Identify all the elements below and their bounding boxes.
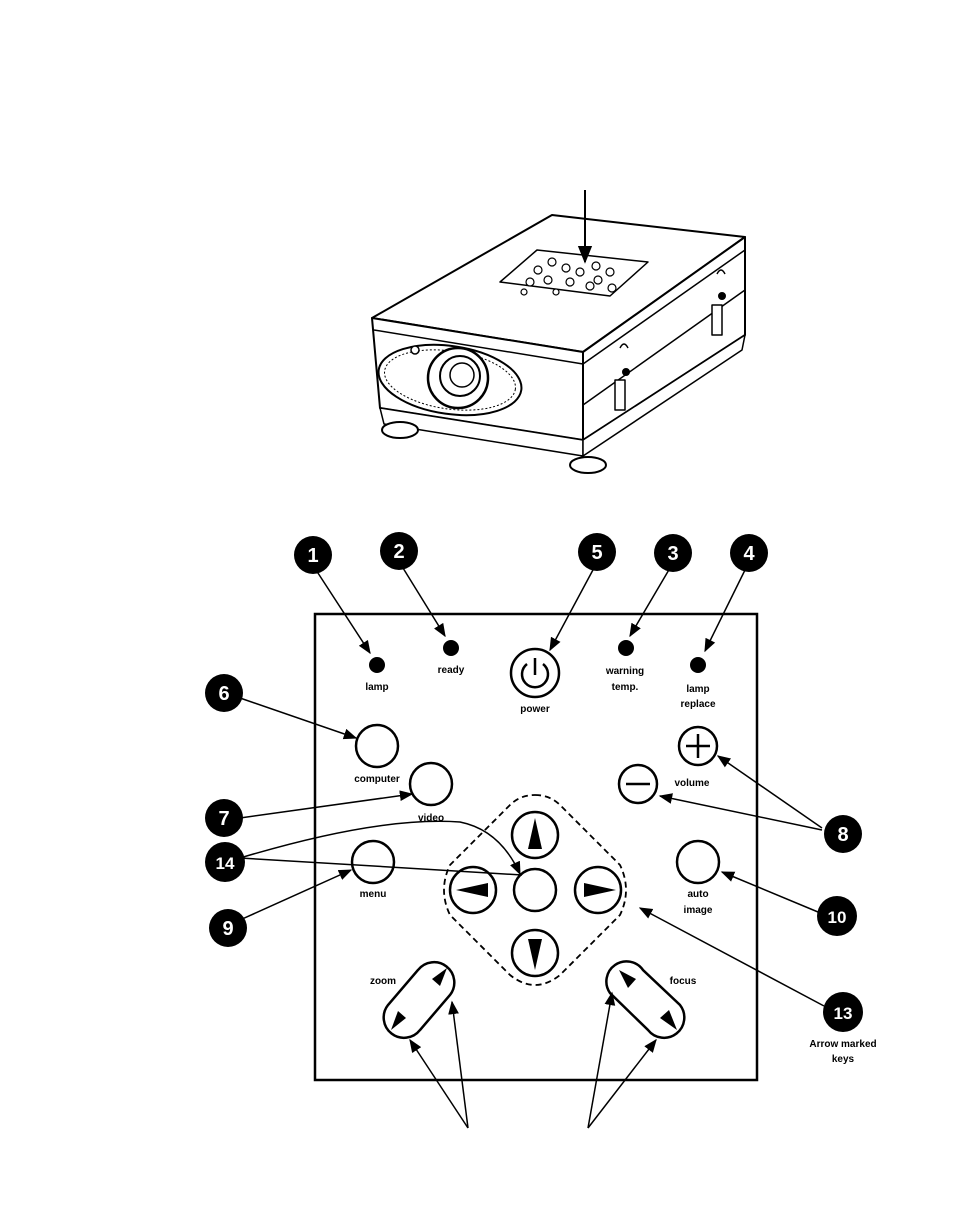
left-arrow-button[interactable] [450,867,496,913]
volume-label: volume [674,778,709,789]
volume-down-button[interactable] [619,765,657,803]
callout-10: 10 [817,896,857,936]
warning-label: warning [605,666,644,677]
computer-label: computer [354,774,400,785]
callout-7: 7 [205,799,243,837]
projector-illustration [372,190,745,473]
svg-text:1: 1 [307,545,318,567]
svg-text:10: 10 [828,908,847,927]
callout-2: 2 [380,532,418,570]
auto-label: auto [687,889,708,900]
image-label: image [684,905,713,916]
ready-indicator [443,640,459,656]
svg-text:4: 4 [743,543,755,565]
focus-label: focus [670,976,697,987]
warning-temp-indicator [618,640,634,656]
zoom-label: zoom [370,976,396,987]
svg-text:9: 9 [222,918,233,940]
lamp-indicator [369,657,385,673]
callout-3: 3 [654,534,692,572]
callout-6: 6 [205,674,243,712]
temp-label: temp. [612,682,639,693]
auto-image-button[interactable] [677,841,719,883]
callout-14: 14 [205,842,245,882]
computer-button[interactable] [356,725,398,767]
callout-13: 13 [823,992,863,1032]
lamp-label: lamp [365,682,388,693]
svg-text:7: 7 [218,808,229,830]
down-arrow-button[interactable] [512,930,558,976]
video-button[interactable] [410,763,452,805]
svg-text:5: 5 [591,542,602,564]
callout-5: 5 [578,533,616,571]
power-button[interactable] [511,649,559,697]
arrow-keys-note-line2: keys [832,1054,855,1065]
ready-label: ready [438,665,465,676]
up-arrow-button[interactable] [512,812,558,858]
volume-up-button[interactable] [679,727,717,765]
svg-text:2: 2 [393,541,404,563]
lamp-replace-indicator [690,657,706,673]
svg-text:14: 14 [216,854,235,873]
lamp-replace-label-bottom: replace [680,699,715,710]
callout-9: 9 [209,909,247,947]
callout-1: 1 [294,536,332,574]
power-label: power [520,704,550,715]
svg-text:3: 3 [667,543,678,565]
svg-text:13: 13 [834,1004,853,1023]
menu-button[interactable] [352,841,394,883]
callout-8: 8 [824,815,862,853]
menu-label: menu [360,889,387,900]
svg-text:8: 8 [837,824,848,846]
svg-text:6: 6 [218,683,229,705]
arrow-keys-note-line1: Arrow marked [809,1039,876,1050]
right-arrow-button[interactable] [575,867,621,913]
lamp-replace-label-top: lamp [686,684,709,695]
callout-4: 4 [730,534,768,572]
